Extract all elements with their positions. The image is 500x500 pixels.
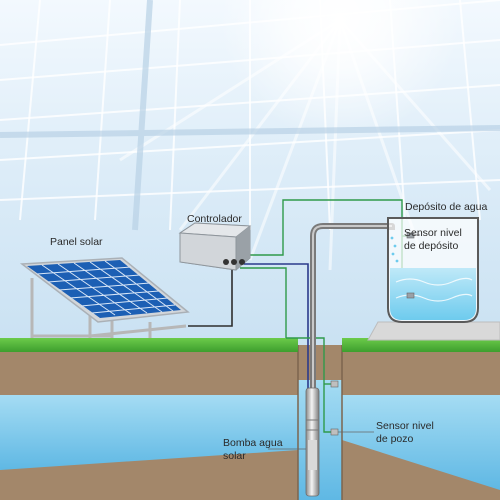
grass-surface — [0, 338, 500, 352]
well-sensor-label: Sensor nivel de pozo — [376, 420, 434, 446]
tank-sensor-label-line2: de depósito — [404, 240, 459, 252]
tank-sensor-top — [406, 232, 415, 239]
pump-label-line1: Bomba agua — [223, 437, 283, 449]
well-water — [298, 380, 342, 500]
controller-box — [178, 222, 252, 271]
solar-panel-label: Panel solar — [50, 236, 103, 248]
tank-sensor-bottom — [406, 292, 415, 299]
submersible-pump — [305, 387, 320, 497]
tank-sensor-label-line1: Sensor nivel — [404, 227, 462, 239]
pump-label: Bomba agua solar — [223, 437, 283, 463]
well-walls — [297, 345, 343, 500]
aquifer-water-left — [0, 395, 298, 470]
tank-label: Depósito de agua — [405, 201, 488, 213]
sun-glow — [119, 0, 492, 271]
tank-sensor-label: Sensor nivel de depósito — [404, 227, 462, 253]
well-sensor-bottom — [330, 428, 339, 436]
background-panel-frame — [0, 0, 500, 231]
well-sensor-label-line1: Sensor nivel — [376, 420, 434, 432]
well-sensor-top — [330, 380, 339, 388]
water-pipe-highlight — [312, 225, 392, 495]
tank-water — [390, 268, 476, 320]
power-wire-pump — [244, 263, 309, 405]
background-panel-grid — [0, 0, 500, 231]
aquifer-water-right — [342, 395, 500, 490]
well-sensor-label-line2: de pozo — [376, 433, 414, 445]
solar-panel — [19, 257, 190, 323]
tank-platform — [367, 321, 500, 341]
pump-label-line2: solar — [223, 450, 246, 462]
leader-lines — [268, 234, 420, 450]
controller-label: Controlador — [187, 213, 242, 225]
